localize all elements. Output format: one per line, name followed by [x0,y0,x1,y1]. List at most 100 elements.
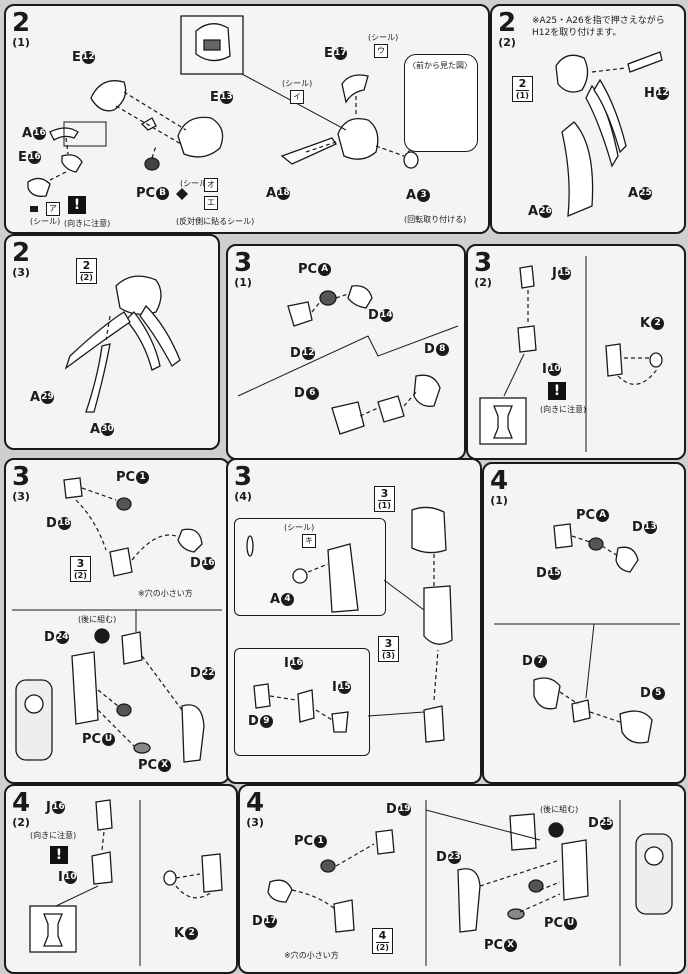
step-number: 3(1) [234,248,253,289]
mirror-seal-note: (反対側に貼るシール) [176,217,255,226]
small-hole-note: ※穴の小さい方 [284,951,339,960]
reference-box-2: 3(3) [378,636,399,662]
front-view-bubble [404,54,478,152]
part-label-i15: I15 [332,680,351,695]
step-number: 3(3) [12,462,31,503]
part-label-d14: D14 [368,308,393,323]
seal-i-note: (シール) [282,79,313,88]
step-number: 4(2) [12,788,31,829]
part-label-e17: E17 [324,46,347,61]
part-label-d17: D17 [252,914,277,929]
panel-step-3-4: 3(4) [226,458,482,784]
orientation-note: (向きに注意) [64,219,111,228]
assembly-drawing [64,275,181,413]
part-label-i16: I16 [284,656,303,671]
reference-box: 2(2) [76,258,97,284]
part-label-d23: D23 [436,850,461,865]
reference-box-1: 3(1) [374,486,395,512]
instruction-note: ※A25・A26を指で押さえながら H12を取り付けます。 [532,16,665,38]
part-label-d13: D13 [632,520,657,535]
assembly-drawing [555,51,663,218]
part-label-d19: D19 [386,802,411,817]
assembly-drawing [267,800,673,966]
seal-o-mark: オ [204,178,218,192]
assembly-drawing [246,506,453,743]
warning-icon: ! [50,846,68,864]
panel-step-2-1: 2(1) [4,4,490,234]
part-label-d16: D16 [190,556,215,571]
seal-note: (シール) [284,523,315,532]
rotate-note: (回転取り付ける) [404,215,467,224]
rear-fit-note: (後に組む) [540,805,579,814]
reference-box: 4(2) [372,928,393,954]
front-view-label: 〈前から見た図〉 [408,61,472,70]
step-number: 3(2) [474,248,493,289]
part-label-d25: D25 [588,816,613,831]
assembly-drawing [29,799,223,966]
part-label-i10: I10 [58,870,77,885]
seal-u-mark: ウ [374,44,388,58]
part-label-d22: D22 [190,666,215,681]
step-number: 2(2) [498,8,517,49]
panel-step-2-2: 2(2) ※A25・A26を指で押さえながら H12を取り付けます。 2(1) … [490,4,686,234]
part-label-j15: J15 [552,266,571,281]
seal-e-mark: エ [204,196,218,210]
part-label-e12: E12 [72,50,95,65]
seal-a-note: (シール) [30,217,61,226]
assembly-drawing [494,523,680,744]
part-label-a25: A25 [628,186,653,201]
seal-mark: キ [302,534,316,548]
part-label-d15: D15 [536,566,561,581]
part-label-d24: D24 [44,630,69,645]
panel-step-4-3: 4(3) [238,784,686,974]
step-number: 4(3) [246,788,265,829]
orientation-note: (向きに注意) [30,831,77,840]
panel-step-3-3: 3(3) [4,458,230,784]
warning-icon: ! [68,196,86,214]
step-number: 2(1) [12,8,31,49]
part-label-a30: A30 [90,422,115,437]
part-label-i10: I10 [542,362,561,377]
seal-o-note: (シール) [180,179,211,188]
assembly-drawing [237,285,459,435]
part-label-a26: A26 [528,204,553,219]
part-label-d18: D18 [46,516,71,531]
seal-a-mark: ア [46,202,60,216]
rear-fit-note: (後に組む) [78,615,117,624]
seal-i-mark: イ [290,90,304,104]
part-label-h12: H12 [644,86,669,101]
part-label-a29: A29 [30,390,55,405]
panel-step-2-3: 2(3) 2(2) A29 A30 [4,234,220,450]
part-label-d12: D12 [290,346,315,361]
seal-u-note: (シール) [368,33,399,42]
part-label-j16: J16 [46,800,65,815]
warning-icon: ! [548,382,566,400]
step-number: 2(3) [12,238,31,279]
reference-box: 2(1) [512,76,533,102]
assembly-drawing [479,256,663,452]
orientation-note: (向きに注意) [540,405,587,414]
part-label-e13: E13 [210,90,233,105]
reference-box: 3(2) [70,556,91,582]
